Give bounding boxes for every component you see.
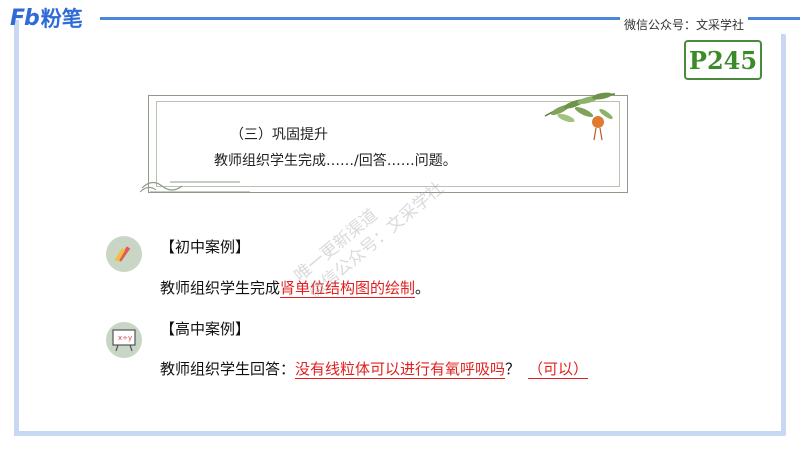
- wave-decoration-icon: [140, 181, 250, 193]
- junior-case-title: 【初中案例】: [160, 238, 251, 256]
- junior-case-highlight: 肾单位结构图的绘制: [280, 279, 416, 298]
- senior-case-prefix: 教师组织学生回答：: [160, 360, 296, 378]
- senior-case-suffix: ？: [505, 360, 521, 378]
- consolidation-box: [148, 95, 628, 193]
- svg-text:x÷y: x÷y: [118, 334, 132, 342]
- senior-case-title: 【高中案例】: [160, 320, 251, 338]
- logo-cn: 粉笔: [40, 7, 83, 31]
- leaves-decoration-icon: [544, 92, 616, 141]
- slide-frame: [14, 34, 786, 436]
- junior-case-text: 教师组织学生完成肾单位结构图的绘制。: [160, 277, 430, 298]
- wechat-account: 微信公众号：文采学社: [619, 16, 748, 33]
- junior-case-prefix: 教师组织学生完成: [160, 279, 281, 297]
- consolidation-text: 教师组织学生完成……/回答……问题。: [214, 153, 457, 169]
- senior-case-answer: （可以）: [528, 360, 589, 379]
- blackboard-icon: x÷y: [106, 322, 142, 358]
- senior-case-highlight: 没有线粒体可以进行有氧呼吸吗: [295, 360, 506, 379]
- logo-fb: Fb: [10, 5, 40, 31]
- senior-case-text: 教师组织学生回答：没有线粒体可以进行有氧呼吸吗？ （可以）: [160, 358, 589, 379]
- header-line: [100, 17, 800, 20]
- page-badge: P245: [684, 40, 762, 80]
- consolidation-inner-border: [156, 101, 620, 187]
- fenbi-logo: Fb 粉笔: [10, 5, 83, 32]
- frame-left-bar: [14, 20, 19, 436]
- consolidation-title: （三）巩固提升: [230, 127, 328, 143]
- pencil-ruler-icon: [106, 236, 142, 272]
- junior-case-suffix: 。: [415, 279, 431, 297]
